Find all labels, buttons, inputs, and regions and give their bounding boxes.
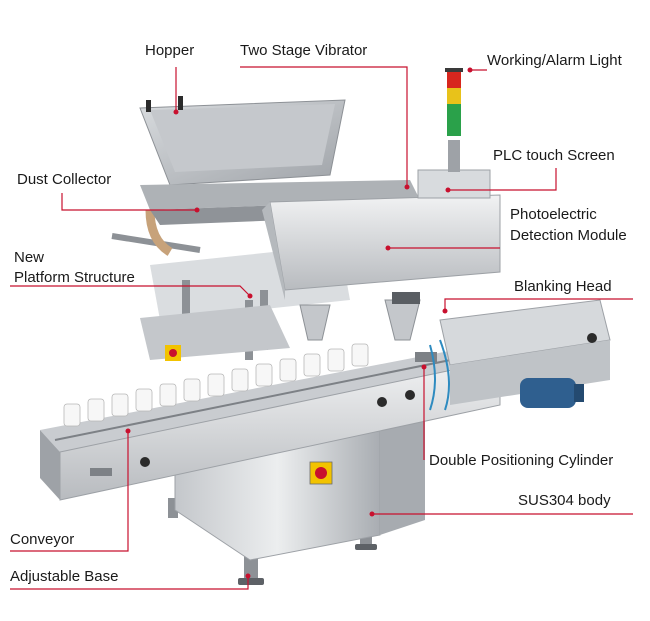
label-new-platform-line1: New <box>14 249 45 266</box>
label-photoelectric-line2: Detection Module <box>510 227 627 244</box>
leader-dust-collector <box>61 193 197 211</box>
outfeed-section <box>439 299 611 408</box>
leader-blanking-head <box>444 298 633 311</box>
conveyor <box>40 343 501 501</box>
label-double-positioning-cylinder: Double Positioning Cylinder <box>429 452 614 469</box>
double-positioning-cylinder <box>415 339 450 411</box>
label-two-stage-vibrator: Two Stage Vibrator <box>240 42 368 59</box>
label-conveyor: Conveyor <box>10 531 75 548</box>
label-photoelectric-line1: Photoelectric <box>510 206 597 223</box>
label-hopper: Hopper <box>145 42 195 59</box>
label-blanking-head: Blanking Head <box>514 278 612 295</box>
label-plc-touch-screen: PLC touch Screen <box>493 147 615 164</box>
plc-touch-screen <box>417 140 491 199</box>
hopper <box>139 96 346 186</box>
leader-plc-touch-screen <box>448 168 557 191</box>
label-new-platform-line2: Platform Structure <box>14 269 135 286</box>
photoelectric-detection-module <box>262 194 501 300</box>
dust-collector-hose <box>145 209 173 256</box>
label-sus304-body: SUS304 body <box>518 492 611 509</box>
label-working-alarm-light: Working/Alarm Light <box>487 52 622 69</box>
blanking-head <box>299 292 421 341</box>
working-alarm-light <box>445 68 463 136</box>
leader-two-stage-vibrator <box>240 66 408 187</box>
label-dust-collector: Dust Collector <box>17 171 112 188</box>
leader-conveyor <box>10 431 129 552</box>
label-adjustable-base: Adjustable Base <box>10 568 119 585</box>
leader-new-platform <box>10 285 251 297</box>
leader-adjustable-base <box>10 576 249 590</box>
leader-lines <box>10 66 633 590</box>
